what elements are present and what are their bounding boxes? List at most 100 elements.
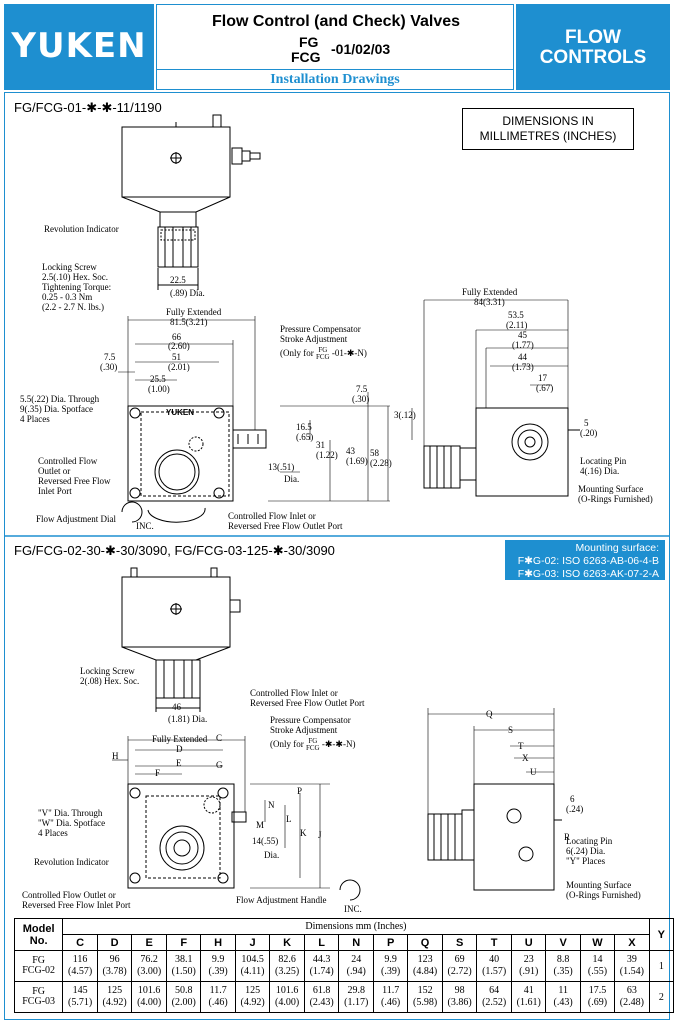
p1-dim-25-5: 25.5	[150, 374, 166, 384]
p1-locking-screw-label: Locking Screw 2.5(.10) Hex. Soc. Tighten…	[42, 262, 111, 312]
table-model-header-l1: Model	[22, 922, 55, 935]
p2-lock-l2: 2(.08) Hex. Soc.	[80, 676, 140, 686]
table-cell-mm: 17.5	[588, 985, 607, 996]
p1-outlet-l3: Reversed Free Flow	[38, 476, 111, 486]
table-cell-mm: 61.8	[312, 985, 331, 996]
table-cell: 9.9(.39)	[372, 950, 409, 982]
p2-letter-q: Q	[486, 709, 493, 719]
p2-pc-fcg: FCG	[306, 744, 320, 752]
table-cell-mm: 98	[454, 985, 465, 996]
p2-mount-l1: Mounting Surface	[566, 880, 632, 890]
p2-revolution-indicator: Revolution Indicator	[34, 857, 109, 867]
table-cell: 11.7(.46)	[200, 981, 236, 1013]
table-cell: 11(.43)	[545, 981, 581, 1013]
p2-letter-c: C	[216, 733, 223, 743]
p1-outlet-l4: Inlet Port	[38, 486, 72, 496]
p1-body-brand: YUKEN	[166, 408, 195, 417]
p2-side-view	[427, 708, 562, 891]
p2-mount-l2: (O-Rings Furnished)	[566, 890, 641, 900]
table-cell: 76.2(3.00)	[131, 950, 167, 982]
table-cell-inch: (4.00)	[275, 997, 300, 1008]
p1-front-view	[118, 316, 390, 523]
p2-pc-fg: FG	[308, 737, 318, 745]
table-cell-mm: 8.8	[556, 954, 570, 965]
p2-inlet-l1: Controlled Flow Inlet or	[250, 688, 338, 698]
p1-dim-13-dia: Dia.	[284, 474, 300, 484]
table-cell-inch: (5.71)	[67, 997, 93, 1008]
p1-pin-l2: 4(.16) Dia.	[580, 466, 620, 476]
mounting-surface-box: Mounting surface: F✱G-02: ISO 6263-AB-06…	[505, 540, 665, 580]
table-cell-mm: 76.2	[140, 954, 158, 965]
p2-letter-m: M	[256, 820, 265, 830]
table-cell-inch: (1.50)	[171, 966, 196, 977]
p2-fully-extended: Fully Extended	[152, 734, 208, 744]
part2-model: FG/FCG-02-30-✱-30/3090, FG/FCG-03-125-✱-…	[14, 543, 335, 558]
p1-dim-16-5-inch: (.65)	[296, 432, 314, 442]
title-model-fg: FG	[299, 34, 319, 50]
table-cell-mm: 9.9	[384, 954, 397, 965]
table-cell-inch: (2.52)	[482, 997, 507, 1008]
table-dims-header: Dimensions mm (Inches)	[62, 918, 650, 935]
table-cell-inch: (.39)	[208, 966, 228, 977]
table-cell: 125(4.92)	[234, 981, 271, 1013]
p1-knob-dia-inch: (.89) Dia.	[170, 288, 205, 298]
p2-letter-g: G	[216, 760, 223, 770]
p2-knob-dia: 46	[172, 702, 181, 712]
p1-pc-l2: Stroke Adjustment	[280, 334, 348, 344]
p1-pc-fcg: FCG	[316, 353, 330, 361]
table-cell-mm: 63	[626, 985, 637, 996]
p2-outlet-l1: Controlled Flow Outlet or	[22, 890, 116, 900]
p1-dim-51: 51	[172, 352, 181, 362]
p1-lock-l1: Locking Screw	[42, 262, 97, 272]
p2-letter-h: H	[112, 751, 119, 761]
table-col-c: C	[62, 934, 98, 951]
p1-dim-43: 43	[346, 446, 355, 456]
section-title-text: FLOW CONTROLS	[539, 27, 647, 68]
table-cell-mm: 104.5	[241, 954, 264, 965]
p1-locating-pin: Locating Pin 4(.16) Dia.	[580, 456, 626, 476]
p2-dim-14: 14(.55)	[252, 836, 279, 846]
table-col-w: W	[579, 934, 616, 951]
table-cell: 44.3(1.74)	[303, 950, 340, 982]
p1-inlet-l1: Controlled Flow Inlet or	[228, 511, 316, 521]
table-cell: 41(1.61)	[510, 981, 547, 1013]
table-cell-mm: 41	[523, 985, 534, 996]
p2-inlet-label: Controlled Flow Inlet or Reversed Free F…	[250, 688, 364, 708]
table-col-l: L	[303, 934, 340, 951]
p1-fully-extended: Fully Extended	[166, 307, 222, 317]
table-cell-mm: 152	[417, 985, 433, 996]
p1-holes-label: 5.5(.22) Dia. Through 9(.35) Dia. Spotfa…	[20, 394, 99, 424]
logo-box: YUKEN	[4, 4, 154, 90]
mount-box-l3: F✱G-03: ISO 6263-AK-07-2-A	[517, 568, 659, 580]
mount-box-l2: F✱G-02: ISO 6263-AB-06-4-B	[517, 555, 659, 567]
table-cell: 152(5.98)	[407, 981, 443, 1013]
table-cell: 64(2.52)	[476, 981, 512, 1013]
p1-holes-l3: 4 Places	[20, 414, 50, 424]
table-cell-mm: 9.9	[211, 954, 225, 965]
p1-dim-16-5: 16.5	[296, 422, 312, 432]
p2-pc-l1: Pressure Compensator	[270, 715, 351, 725]
table-cell-inch: (1.17)	[344, 997, 369, 1008]
p1-dim-7-5-inch: (.30)	[100, 362, 118, 372]
table-col-v: V	[545, 934, 581, 951]
table-col-e: E	[131, 934, 167, 951]
p1-dim-7-5-v-inch: (.30)	[352, 394, 370, 404]
p2-letter-n: N	[268, 800, 275, 810]
title-model-fcg: FCG	[291, 49, 321, 65]
units-line-2: MILLIMETRES (INCHES)	[479, 129, 617, 143]
table-col-q: Q	[407, 934, 443, 951]
p1-lock-l4: 0.25 - 0.3 Nm	[42, 292, 93, 302]
p2-locking-screw: Locking Screw 2(.08) Hex. Soc.	[80, 666, 139, 686]
table-col-k: K	[269, 934, 305, 951]
table-cell-mm: 44.3	[312, 954, 331, 965]
drawing-frame	[4, 92, 670, 1020]
table-cell: 82.6(3.25)	[269, 950, 305, 982]
p1-dim-66-inch: (2.60)	[168, 341, 190, 351]
section-box: FLOW CONTROLS	[516, 4, 670, 90]
p2-letter-r: R	[564, 832, 571, 842]
table-cell-inch: (1.74)	[309, 966, 334, 977]
mount-box-l1: Mounting surface:	[575, 542, 659, 554]
